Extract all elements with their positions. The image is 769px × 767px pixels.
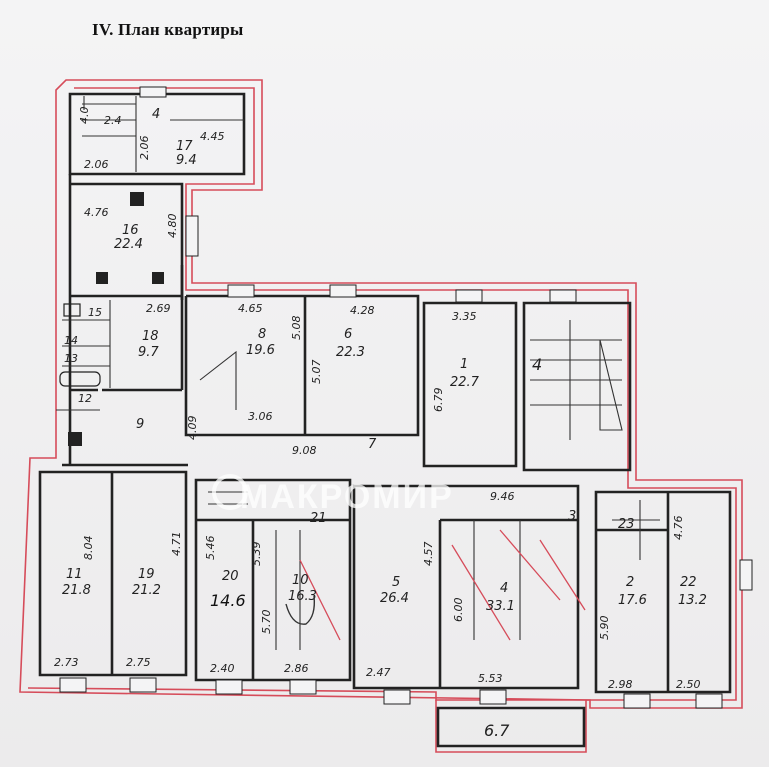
room-area: 17.6	[618, 593, 647, 608]
page-title: IV. План квартиры	[92, 20, 244, 39]
dimension-labels: 4.0 2.4 2.06 2.06 4.45 4.76 4.80 2.69 4.…	[54, 107, 701, 741]
dimension: 2.47	[366, 666, 391, 679]
room-number: 18	[142, 329, 159, 344]
room-number: 12	[78, 392, 92, 405]
dimension: 2.73	[54, 656, 79, 669]
dimension: 9.46	[490, 490, 515, 503]
dimension: 3.35	[452, 310, 477, 323]
outer-outline	[19, 79, 743, 753]
room-area: 22.7	[450, 375, 480, 390]
dimension: 9.08	[292, 444, 317, 457]
watermark-text: МАКРОМИР	[240, 478, 454, 516]
internal-lines	[56, 96, 660, 650]
room-number: 10	[292, 573, 309, 588]
room-number: 6	[344, 327, 352, 342]
dimension: 4.28	[350, 304, 375, 317]
room-number: 11	[66, 567, 83, 582]
room-area: 22.4	[114, 237, 143, 252]
dimension: 5.46	[204, 536, 217, 561]
room-number: 22	[680, 575, 697, 590]
room-number: 5	[392, 575, 400, 590]
room-number: 16	[122, 223, 139, 238]
hand-mark	[285, 595, 316, 625]
dimension: 3.06	[248, 410, 273, 423]
dimension: 4.0	[78, 107, 91, 125]
dimension: 2.40	[210, 662, 235, 675]
room-number: 14	[64, 334, 78, 347]
walls	[38, 92, 732, 748]
dimension: 2.98	[608, 678, 633, 691]
dimension: 4.65	[238, 302, 263, 315]
dimension: 4.45	[200, 130, 225, 143]
dimension: 2.69	[146, 302, 171, 315]
room-number: 1	[460, 357, 468, 372]
dimension: 4.80	[166, 214, 179, 239]
room-number: 15	[88, 306, 102, 319]
dimension: 2.4	[104, 114, 122, 127]
dimension: 6.7	[484, 721, 510, 740]
dimension: 6.79	[432, 388, 445, 413]
room-number: 8	[258, 327, 266, 342]
windows	[59, 86, 753, 709]
dimension: 2.86	[284, 662, 309, 675]
room-area: 22.3	[336, 345, 365, 360]
room-number: 4	[500, 581, 508, 596]
dimension: 5.70	[260, 610, 273, 635]
room-number: 2	[626, 575, 634, 590]
room-number: 19	[138, 567, 155, 582]
dimension: 5.08	[290, 316, 303, 341]
room-area: 19.6	[246, 343, 275, 358]
room-number: 17	[176, 139, 193, 154]
red-hatch	[299, 529, 586, 641]
room-number: 9	[136, 417, 144, 432]
dimension: 5.53	[478, 672, 503, 685]
room-labels: 4 17 9.4 16 22.4 15 14 13 18 9.7 12 9 8 …	[62, 107, 707, 614]
dimension: 5.90	[598, 616, 611, 641]
room-number: 21	[310, 511, 327, 526]
room-number: 13	[64, 352, 78, 365]
room-area: 26.4	[380, 591, 409, 606]
room-number: 7	[368, 437, 377, 452]
dimension: 2.06	[84, 158, 109, 171]
dimension: 5.39	[250, 542, 263, 567]
dimension: 2.50	[676, 678, 701, 691]
room-area: 16.3	[288, 589, 317, 604]
dimension: 8.04	[82, 536, 95, 561]
dimension: 6.00	[452, 598, 465, 623]
room-area: 33.1	[486, 599, 515, 614]
dimension: 4.57	[422, 542, 435, 567]
room-area: 14.6	[210, 591, 246, 610]
room-number: 20	[222, 569, 239, 584]
room-area: 21.8	[62, 583, 91, 598]
dimension: 5.07	[310, 360, 323, 385]
dimension: 2.75	[126, 656, 151, 669]
room-number: 3	[568, 509, 576, 524]
fixtures	[59, 192, 164, 446]
room-area: 21.2	[132, 583, 161, 598]
watermark-logo	[212, 474, 248, 510]
room-number: 4	[532, 355, 542, 374]
dimension: 4.09	[186, 416, 199, 441]
dimension: 2.06	[138, 136, 151, 161]
room-number: 23	[618, 517, 635, 532]
room-area: 9.4	[176, 153, 197, 168]
dimension: 4.76	[672, 516, 685, 541]
room-area: 9.7	[138, 345, 159, 360]
dimension: 4.76	[84, 206, 109, 219]
dimension: 4.71	[170, 532, 183, 557]
room-number: 4	[152, 107, 160, 122]
room-area: 13.2	[678, 593, 707, 608]
